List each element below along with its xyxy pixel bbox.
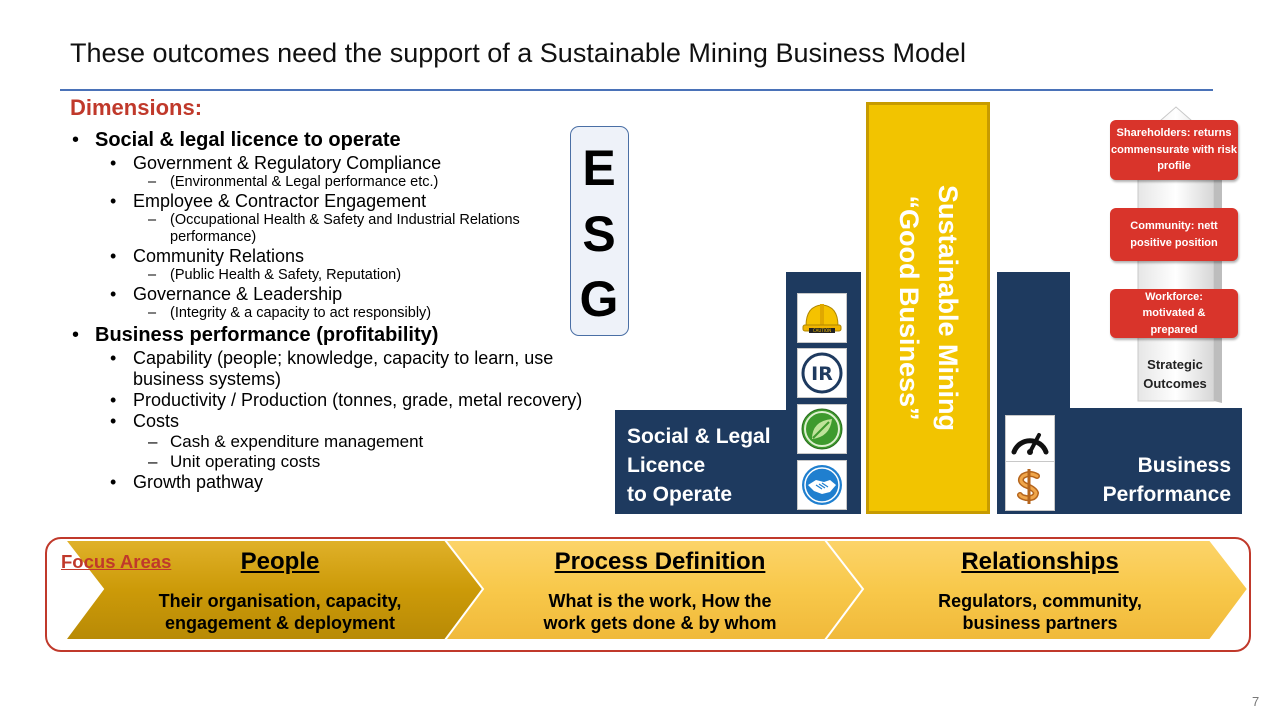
business-performance-heading: Business performance (profitability) [70, 322, 615, 348]
list-item: Capability (people; knowledge, capacity … [70, 348, 615, 390]
focus-people-title: People [240, 548, 320, 575]
chevron-relationships [822, 539, 1250, 641]
gauge-icon [1005, 415, 1055, 465]
tower-label-line2: “Good Business” [894, 195, 924, 421]
label-line: Social & Legal [627, 425, 771, 448]
list-subitem: (Environmental & Legal performance etc.) [70, 174, 615, 191]
focus-people-text: Their organisation, capacity, engagement… [120, 590, 440, 634]
dimensions-list: Social & legal licence to operate Govern… [70, 127, 615, 493]
outcome-workforce: Workforce: motivated & prepared [1110, 289, 1238, 338]
list-subitem: (Occupational Health & Safety and Indust… [70, 212, 615, 246]
focus-process-text: What is the work, How the work gets done… [500, 590, 820, 634]
handshake-icon [797, 460, 847, 510]
ir-icon: IR [797, 348, 847, 398]
text-line: Their organisation, capacity, [158, 591, 402, 611]
dollar-icon [1005, 461, 1055, 511]
tower-label-line1: Sustainable Mining [933, 184, 963, 432]
hat-caution-text: CAUTION [813, 328, 831, 333]
label-line: Strategic [1147, 357, 1203, 372]
label-line: to Operate [627, 483, 733, 506]
text-line: business partners [962, 613, 1118, 633]
list-subitem: Unit operating costs [70, 452, 615, 472]
focus-relationships-text: Regulators, community, business partners [880, 590, 1200, 634]
label-line: Business [1137, 454, 1231, 477]
focus-relationships-title: Relationships [961, 548, 1119, 575]
text-line: work gets done & by whom [543, 613, 777, 633]
list-subitem: Cash & expenditure management [70, 432, 615, 452]
social-licence-heading: Social & legal licence to operate [70, 127, 615, 153]
sustainable-mining-tower [866, 102, 990, 514]
esg-letter-g: G [579, 271, 619, 327]
text-line: What is the work, How the [548, 591, 772, 611]
list-subitem: (Integrity & a capacity to act responsib… [70, 305, 615, 322]
strategic-outcomes-label: Strategic Outcomes [1130, 355, 1220, 393]
focus-process-title: Process Definition [554, 548, 766, 575]
social-licence-label: Social & Legal Licence to Operate [627, 422, 771, 509]
title-divider [60, 89, 1213, 91]
list-item: Employee & Contractor Engagement [70, 191, 615, 212]
list-item: Community Relations [70, 246, 615, 267]
outcome-community: Community: nett positive position [1110, 208, 1238, 261]
esg-box: E S G [570, 126, 629, 336]
leaf-icon [797, 404, 847, 454]
list-item: Government & Regulatory Compliance [70, 153, 615, 174]
hard-hat-icon: CAUTION [797, 293, 847, 343]
focus-areas-label: Focus Areas [61, 551, 172, 572]
label-line: Outcomes [1143, 376, 1207, 391]
text-line: engagement & deployment [164, 613, 396, 633]
text-line: Regulators, community, [938, 591, 1142, 611]
list-subitem: (Public Health & Safety, Reputation) [70, 267, 615, 284]
esg-letter-s: S [582, 206, 616, 262]
focus-chevrons [62, 539, 1250, 641]
list-item: Governance & Leadership [70, 284, 615, 305]
list-item: Costs [70, 411, 615, 432]
list-item: Productivity / Production (tonnes, grade… [70, 390, 615, 411]
page-title: These outcomes need the support of a Sus… [70, 38, 967, 68]
business-performance-label: Business Performance [1063, 451, 1231, 509]
page-number: 7 [1252, 694, 1260, 709]
ir-text: IR [811, 363, 833, 385]
label-line: Performance [1102, 483, 1231, 506]
outcome-shareholders: Shareholders: returns commensurate with … [1110, 120, 1238, 180]
esg-letter-e: E [582, 140, 616, 196]
list-item: Growth pathway [70, 472, 615, 493]
label-line: Licence [627, 454, 706, 477]
dimensions-heading: Dimensions: [70, 95, 203, 120]
sustainable-mining-label: Sustainable Mining “Good Business” [866, 102, 990, 514]
